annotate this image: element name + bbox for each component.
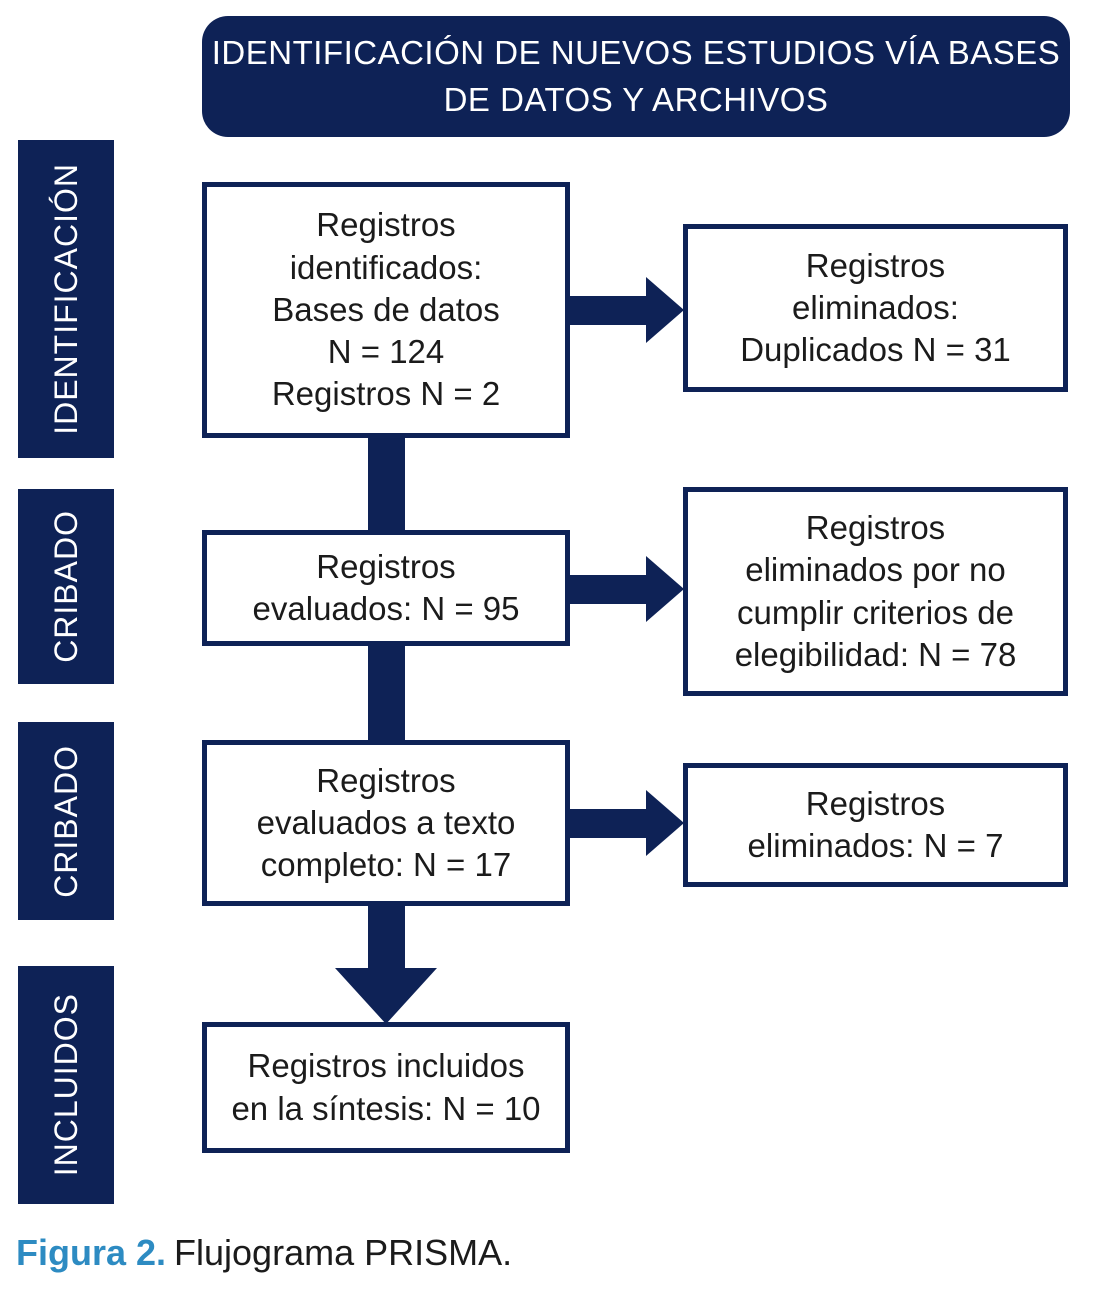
- stage-label-cribado-1: CRIBADO: [18, 489, 114, 684]
- stage-label-text: IDENTIFICACIÓN: [47, 163, 84, 435]
- stage-label-incluidos: INCLUIDOS: [18, 966, 114, 1204]
- arrow-shaft: [568, 809, 648, 838]
- stage-label-identificacion: IDENTIFICACIÓN: [18, 140, 114, 458]
- stage-label-text: CRIBADO: [47, 744, 84, 898]
- box-registros-evaluados: Registros evaluados: N = 95: [202, 530, 570, 646]
- header-title: IDENTIFICACIÓN DE NUEVOS ESTUDIOS VÍA BA…: [211, 34, 1061, 118]
- caption-text: Flujograma PRISMA.: [174, 1232, 513, 1273]
- arrow-shaft: [568, 575, 648, 604]
- box-eliminados-texto: Registros eliminados: N = 7: [683, 763, 1068, 887]
- connector-box2-to-box3: [368, 642, 405, 744]
- box-eliminados-elegibilidad: Registros eliminados por no cumplir crit…: [683, 487, 1068, 696]
- arrow-right-head-icon: [646, 556, 684, 622]
- box-registros-identificados: Registros identificados: Bases de datos …: [202, 182, 570, 438]
- box-registros-incluidos: Registros incluidos en la síntesis: N = …: [202, 1022, 570, 1153]
- caption-label: Figura 2.: [16, 1232, 167, 1273]
- stage-label-text: INCLUIDOS: [47, 993, 84, 1177]
- figure-caption: Figura 2.Flujograma PRISMA.: [16, 1232, 512, 1274]
- stage-label-text: CRIBADO: [47, 510, 84, 663]
- arrow-right-head-icon: [646, 277, 684, 343]
- arrow-shaft: [568, 296, 648, 325]
- connector-box3-to-box4-shaft: [368, 903, 405, 970]
- box-registros-texto-completo: Registros evaluados a texto completo: N …: [202, 740, 570, 906]
- header-banner: IDENTIFICACIÓN DE NUEVOS ESTUDIOS VÍA BA…: [202, 16, 1070, 137]
- arrow-down-head-icon: [335, 968, 437, 1024]
- stage-label-cribado-2: CRIBADO: [18, 722, 114, 920]
- connector-box1-to-box2: [368, 434, 405, 534]
- box-eliminados-duplicados: Registros eliminados: Duplicados N = 31: [683, 224, 1068, 392]
- arrow-right-head-icon: [646, 790, 684, 856]
